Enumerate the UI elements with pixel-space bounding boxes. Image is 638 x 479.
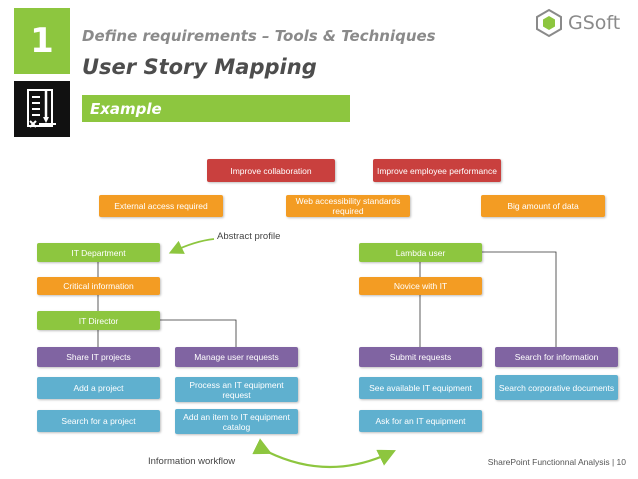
constraint-label: Big amount of data <box>507 201 579 211</box>
constraint-web-accessibility: Web accessibility standards required <box>286 195 410 217</box>
abstract-profile-label: Abstract profile <box>217 231 281 242</box>
checklist-document-icon <box>14 81 70 137</box>
task-label: Search corporative documents <box>498 382 615 393</box>
task-search-for-a-project: Search for a project <box>37 410 160 432</box>
information-workflow-arrow <box>252 438 396 469</box>
task-label: See available IT equipment <box>369 383 472 393</box>
section-banner: Example <box>82 95 350 122</box>
task-see-available-it-equipment: See available IT equipment <box>359 377 482 399</box>
task-process-it-equipment-request: Process an IT equipment request <box>175 377 298 402</box>
profile-label: IT Department <box>71 247 126 258</box>
profile-critical-information: Critical information <box>37 277 160 295</box>
header-subtitle: Define requirements – Tools & Techniques <box>82 27 436 45</box>
section-number-badge: 1 <box>14 8 70 74</box>
activity-label: Manage user requests <box>194 352 279 362</box>
goal-label: Improve employee performance <box>376 165 497 176</box>
constraint-big-data: Big amount of data <box>481 195 605 217</box>
section-banner-label: Example <box>90 99 162 118</box>
goal-improve-collaboration: Improve collaboration <box>207 159 335 182</box>
task-search-corporative-documents: Search corporative documents <box>495 375 618 400</box>
connector-line <box>160 319 237 347</box>
goal-improve-performance: Improve employee performance <box>373 159 501 182</box>
connector-line <box>482 251 557 347</box>
constraint-label: Web accessibility standards required <box>295 196 401 216</box>
profile-label: Critical information <box>63 281 134 291</box>
goal-label: Improve collaboration <box>230 165 312 176</box>
profile-lambda-user: Lambda user <box>359 243 482 262</box>
task-ask-for-it-equipment: Ask for an IT equipment <box>359 410 482 432</box>
task-label: Add an item to IT equipment catalog <box>183 411 290 432</box>
task-label: Add a project <box>73 383 124 393</box>
profile-it-director: IT Director <box>37 311 160 330</box>
profile-label: Lambda user <box>395 247 446 258</box>
activity-submit-requests: Submit requests <box>359 347 482 367</box>
task-label: Ask for an IT equipment <box>375 416 466 426</box>
company-logo: GSoft <box>534 8 620 38</box>
task-add-a-project: Add a project <box>37 377 160 399</box>
activity-share-it-projects: Share IT projects <box>37 347 160 367</box>
activity-manage-user-requests: Manage user requests <box>175 347 298 367</box>
footer-page-info: SharePoint Functionnal Analysis | 10 <box>487 457 626 467</box>
profile-label: Novice with IT <box>393 281 448 291</box>
abstract-profile-arrow <box>168 238 215 254</box>
section-number: 1 <box>30 21 54 61</box>
profile-novice-with-it: Novice with IT <box>359 277 482 295</box>
activity-label: Search for information <box>514 352 599 362</box>
information-workflow-label: Information workflow <box>148 456 236 467</box>
profile-it-department: IT Department <box>37 243 160 262</box>
constraint-external-access: External access required <box>99 195 223 217</box>
profile-label: IT Director <box>78 315 119 326</box>
constraint-label: External access required <box>114 201 208 211</box>
activity-label: Submit requests <box>389 352 452 362</box>
gsoft-logo-icon <box>536 8 562 38</box>
activity-search-for-information: Search for information <box>495 347 618 367</box>
activity-label: Share IT projects <box>66 352 131 362</box>
task-label: Search for a project <box>61 416 136 426</box>
logo-text: GSoft <box>568 12 621 34</box>
task-label: Process an IT equipment request <box>189 379 284 400</box>
task-add-item-to-catalog: Add an item to IT equipment catalog <box>175 409 298 434</box>
page-title: User Story Mapping <box>82 55 317 79</box>
